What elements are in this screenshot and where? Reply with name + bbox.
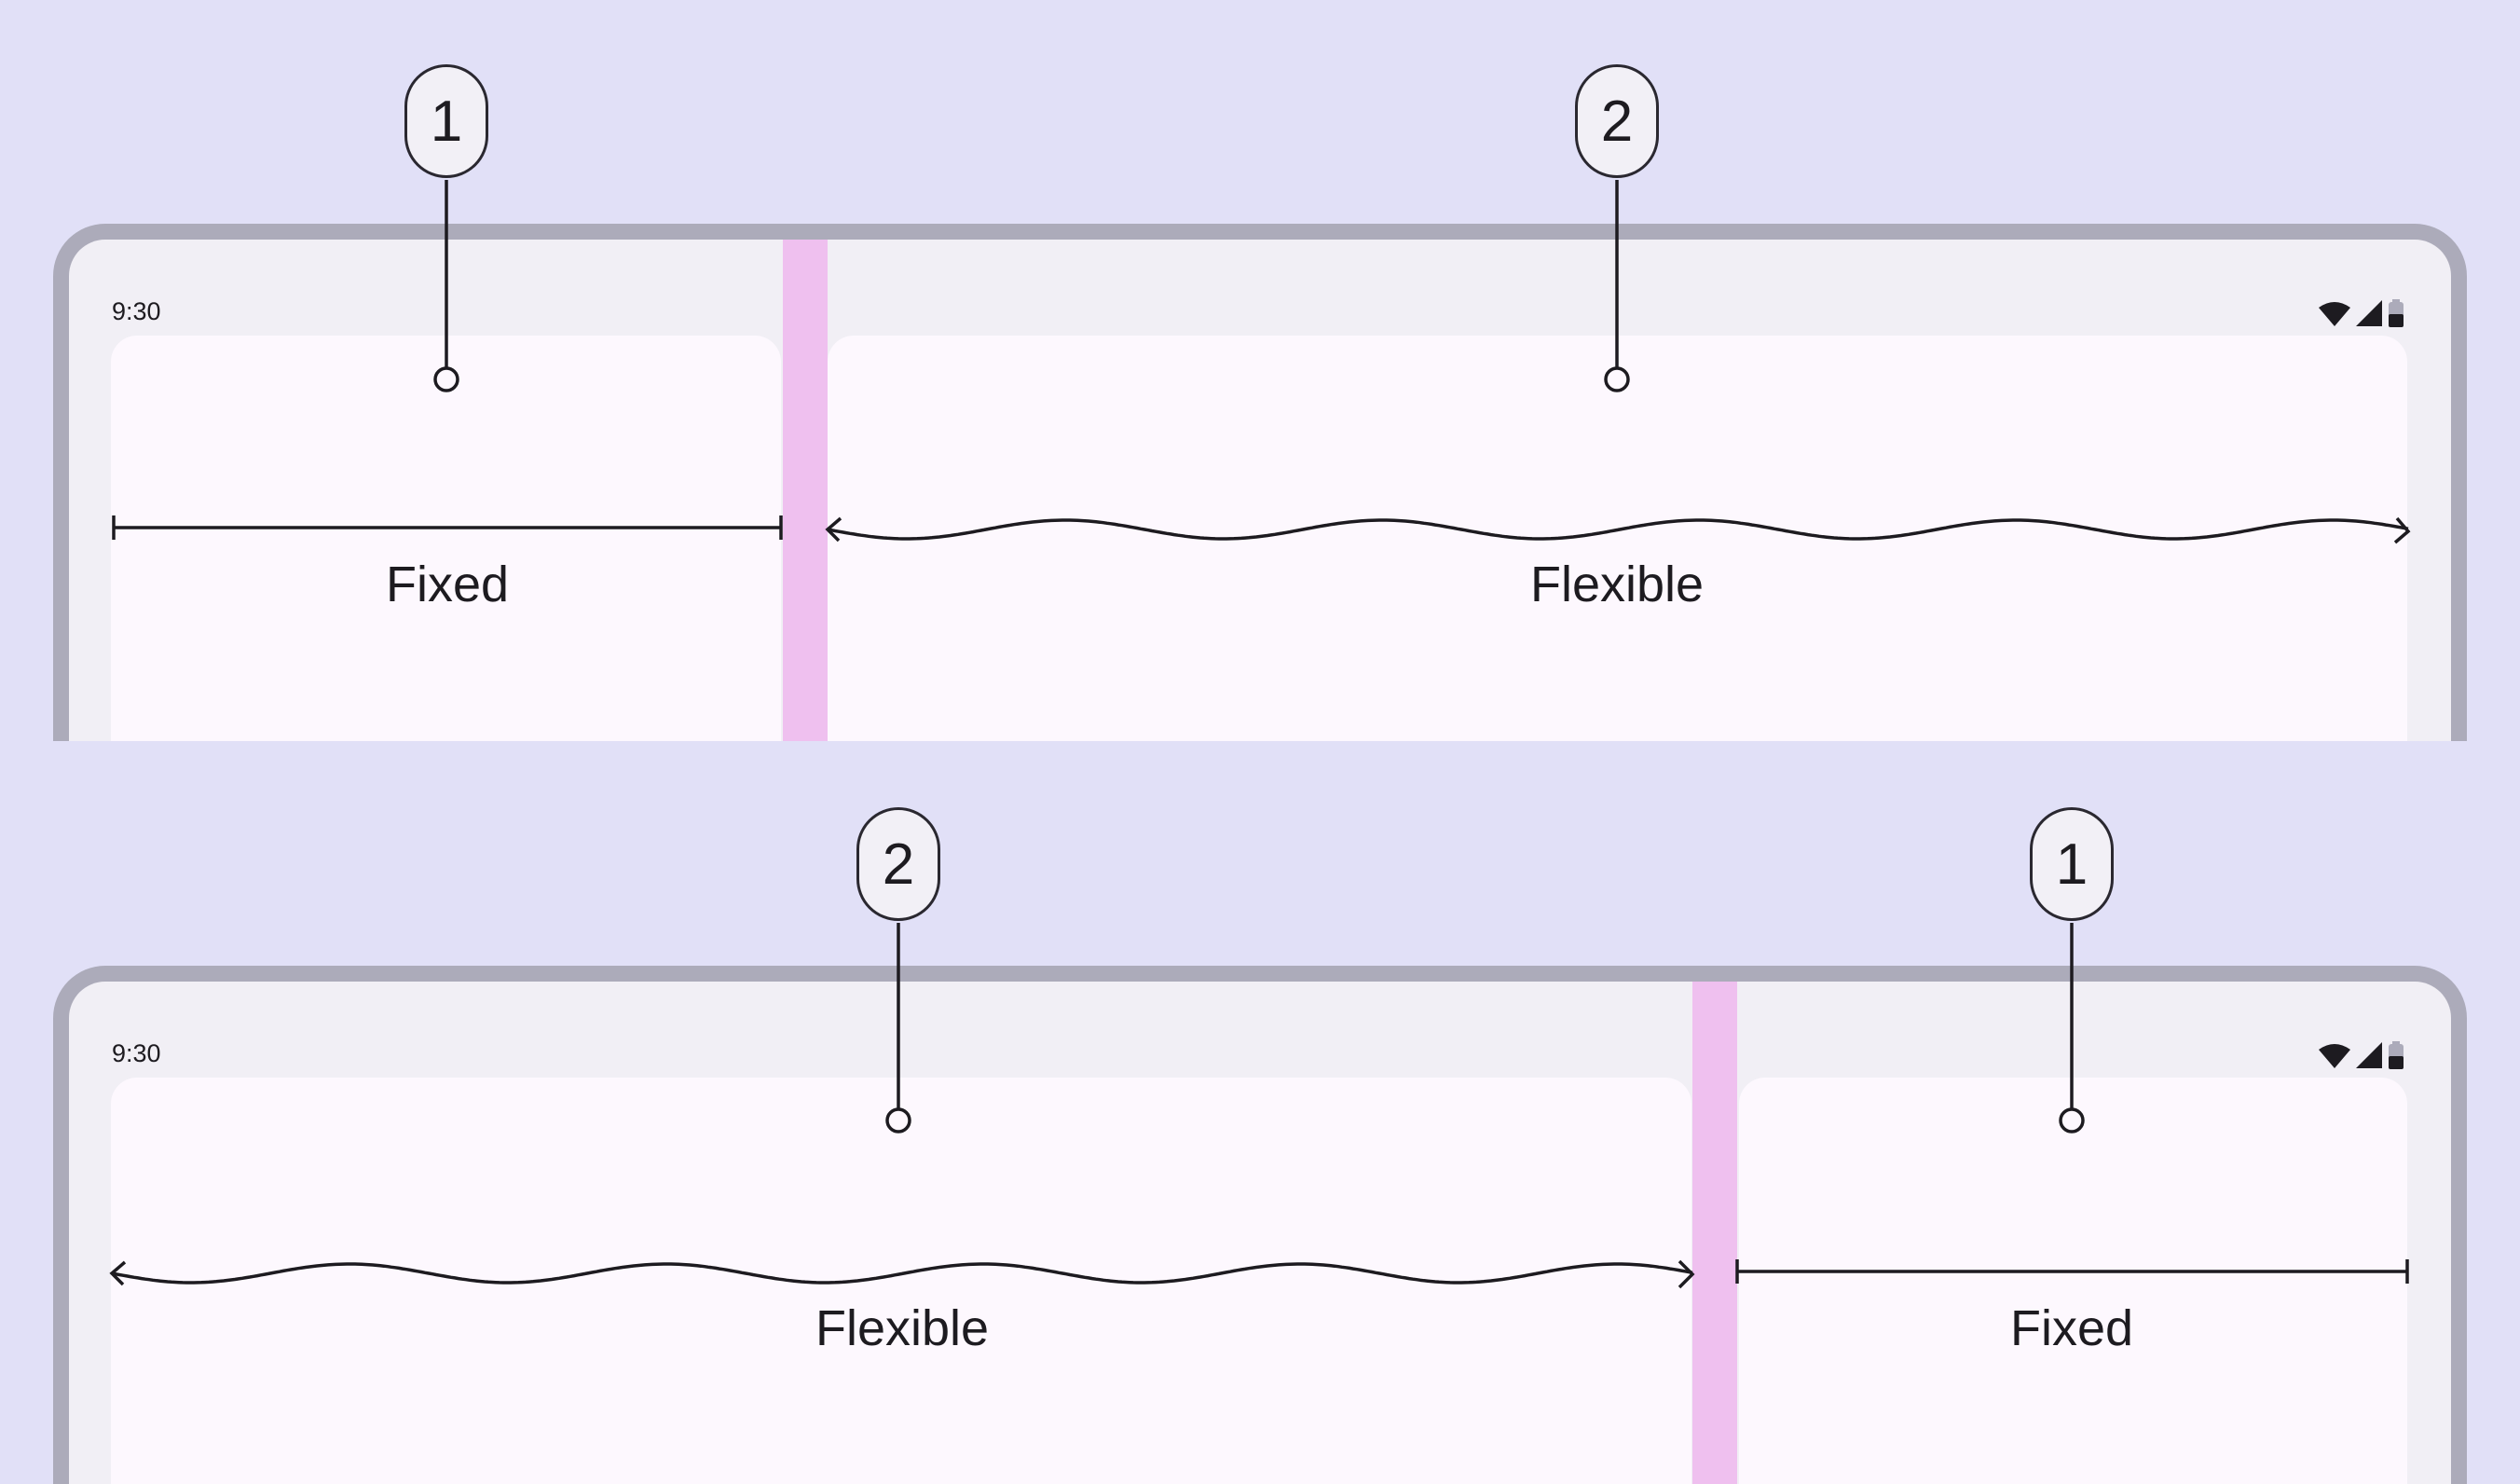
- callout-dot: [1604, 366, 1630, 392]
- callout-badge: 1: [404, 64, 488, 178]
- arrowhead: [825, 516, 2411, 544]
- fixed-label: Fixed: [385, 556, 510, 612]
- callout-dot: [885, 1107, 911, 1134]
- flexible-label: Flexible: [815, 1300, 990, 1356]
- device-frame: 9:30: [53, 224, 2467, 741]
- flexible-width-wave: [111, 1262, 1693, 1285]
- callout-dot: [2059, 1107, 2085, 1134]
- fixed-width-measure: [1735, 1259, 2409, 1284]
- status-time: 9:30: [112, 297, 161, 325]
- device-frame: 9:30: [53, 966, 2467, 1484]
- callout-badge: 2: [856, 807, 940, 921]
- flexible-width-wave: [827, 518, 2409, 541]
- wifi-icon: [2319, 302, 2350, 326]
- flexible-label: Flexible: [1529, 556, 1705, 612]
- pane-divider[interactable]: [1692, 982, 1737, 1484]
- fixed-pane: [1739, 1078, 2407, 1484]
- fixed-pane: [111, 336, 781, 741]
- status-time: 9:30: [112, 1039, 161, 1067]
- callout-badge: 1: [2030, 807, 2114, 921]
- callout-dot: [433, 366, 459, 392]
- status-icons: [2319, 299, 2404, 327]
- cellular-signal-icon: [2356, 300, 2382, 326]
- cellular-signal-icon: [2356, 1042, 2382, 1068]
- callout-badge: 2: [1575, 64, 1659, 178]
- pane-divider[interactable]: [783, 240, 828, 741]
- battery-icon: [2389, 1041, 2404, 1069]
- battery-icon: [2389, 299, 2404, 327]
- arrowhead: [109, 1259, 1695, 1289]
- fixed-label: Fixed: [2009, 1300, 2134, 1356]
- fixed-width-measure: [112, 515, 783, 540]
- status-icons: [2319, 1041, 2404, 1069]
- wifi-icon: [2319, 1044, 2350, 1068]
